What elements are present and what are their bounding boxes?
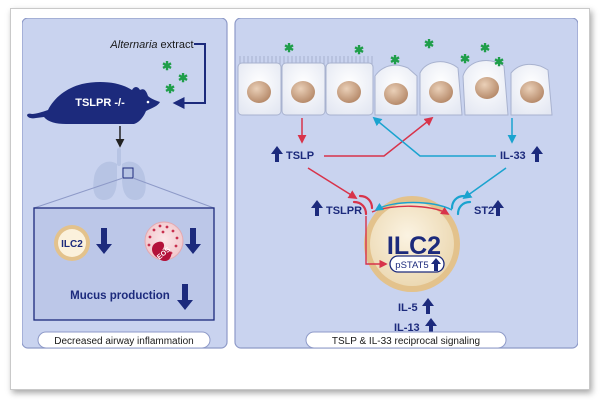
- svg-text:✱: ✱: [494, 55, 504, 69]
- pstat5-pill: [389, 255, 445, 273]
- left-caption-pill: [37, 331, 211, 349]
- tslpr-receptor-icon: [352, 194, 374, 216]
- lung-zoom-box: [122, 167, 134, 179]
- svg-text:✱: ✱: [178, 71, 188, 85]
- st2-internal-signal: [374, 201, 453, 211]
- ilc2-large-label: ILC2: [387, 232, 441, 260]
- eos-down-arrow: [185, 228, 201, 254]
- svg-text:✱: ✱: [390, 53, 400, 67]
- mucus-production-label: Mucus production: [70, 290, 170, 302]
- tslpr-to-pstat5-arrow: [365, 216, 388, 269]
- st2-receptor-icon: [450, 194, 472, 216]
- tslp-to-receptor-arrow: [307, 167, 358, 199]
- svg-text:✱: ✱: [424, 37, 434, 51]
- svg-text:✱: ✱: [460, 52, 470, 66]
- svg-text:✱: ✱: [354, 43, 364, 57]
- mucus-down-arrow: [177, 284, 193, 310]
- tslpr-label: TSLPR: [326, 205, 362, 217]
- ilc2-cell-icon: [54, 225, 90, 261]
- epithelial-nucleus: [247, 77, 544, 105]
- svg-text:✱: ✱: [284, 41, 294, 55]
- left-caption: Decreased airway inflammation: [54, 336, 194, 347]
- il5-up-arrow: [422, 298, 434, 314]
- mouse-icon: [27, 82, 160, 124]
- spore-icon: ✱ ✱ ✱: [162, 59, 188, 96]
- eosinophil-icon: [144, 221, 184, 261]
- pstat5-up-arrow: [431, 258, 441, 271]
- svg-text:✱: ✱: [162, 59, 172, 73]
- il13-up-arrow: [425, 318, 437, 334]
- il5-label: IL-5: [398, 302, 418, 314]
- il33-to-epithelium-arrow: [372, 116, 496, 157]
- right-panel: ✱ ✱ ✱ ✱ ✱ ✱ ✱ TSLP IL-33: [234, 18, 578, 349]
- tslpr-up-arrow: [311, 200, 323, 216]
- mouse-genotype-label: TSLPR -/-: [75, 97, 125, 109]
- lung-icon: [93, 148, 146, 200]
- il33-label: IL-33: [500, 150, 526, 162]
- pstat5-label: pSTAT5: [395, 260, 428, 271]
- il13-label: IL-13: [394, 322, 420, 334]
- svg-text:✱: ✱: [165, 82, 175, 96]
- il33-up-arrow: [531, 146, 543, 162]
- right-caption-pill: [305, 331, 507, 349]
- right-caption: TSLP & IL-33 reciprocal signaling: [332, 336, 480, 347]
- svg-text:✱: ✱: [480, 41, 490, 55]
- ilc2-down-arrow: [96, 228, 112, 254]
- left-panel: Alternaria extract ✱ ✱ ✱ TSLPR -/-: [22, 18, 228, 349]
- tslp-label: TSLP: [286, 150, 314, 162]
- spore-icon: ✱ ✱ ✱ ✱ ✱ ✱ ✱: [284, 37, 504, 69]
- tslp-to-epithelium-arrow: [324, 116, 434, 157]
- il33-to-receptor-arrow: [462, 167, 507, 200]
- alternaria-extract-label: Alternaria extract: [109, 39, 193, 51]
- st2-up-arrow: [492, 200, 504, 216]
- diagram-canvas: Alternaria extract ✱ ✱ ✱ TSLPR -/-: [22, 18, 578, 349]
- extract-to-mouse-arrow: [172, 43, 206, 109]
- st2-label: ST2: [474, 205, 494, 217]
- tslp-up-arrow: [271, 146, 283, 162]
- ilc2-cell-label: ILC2: [61, 239, 83, 250]
